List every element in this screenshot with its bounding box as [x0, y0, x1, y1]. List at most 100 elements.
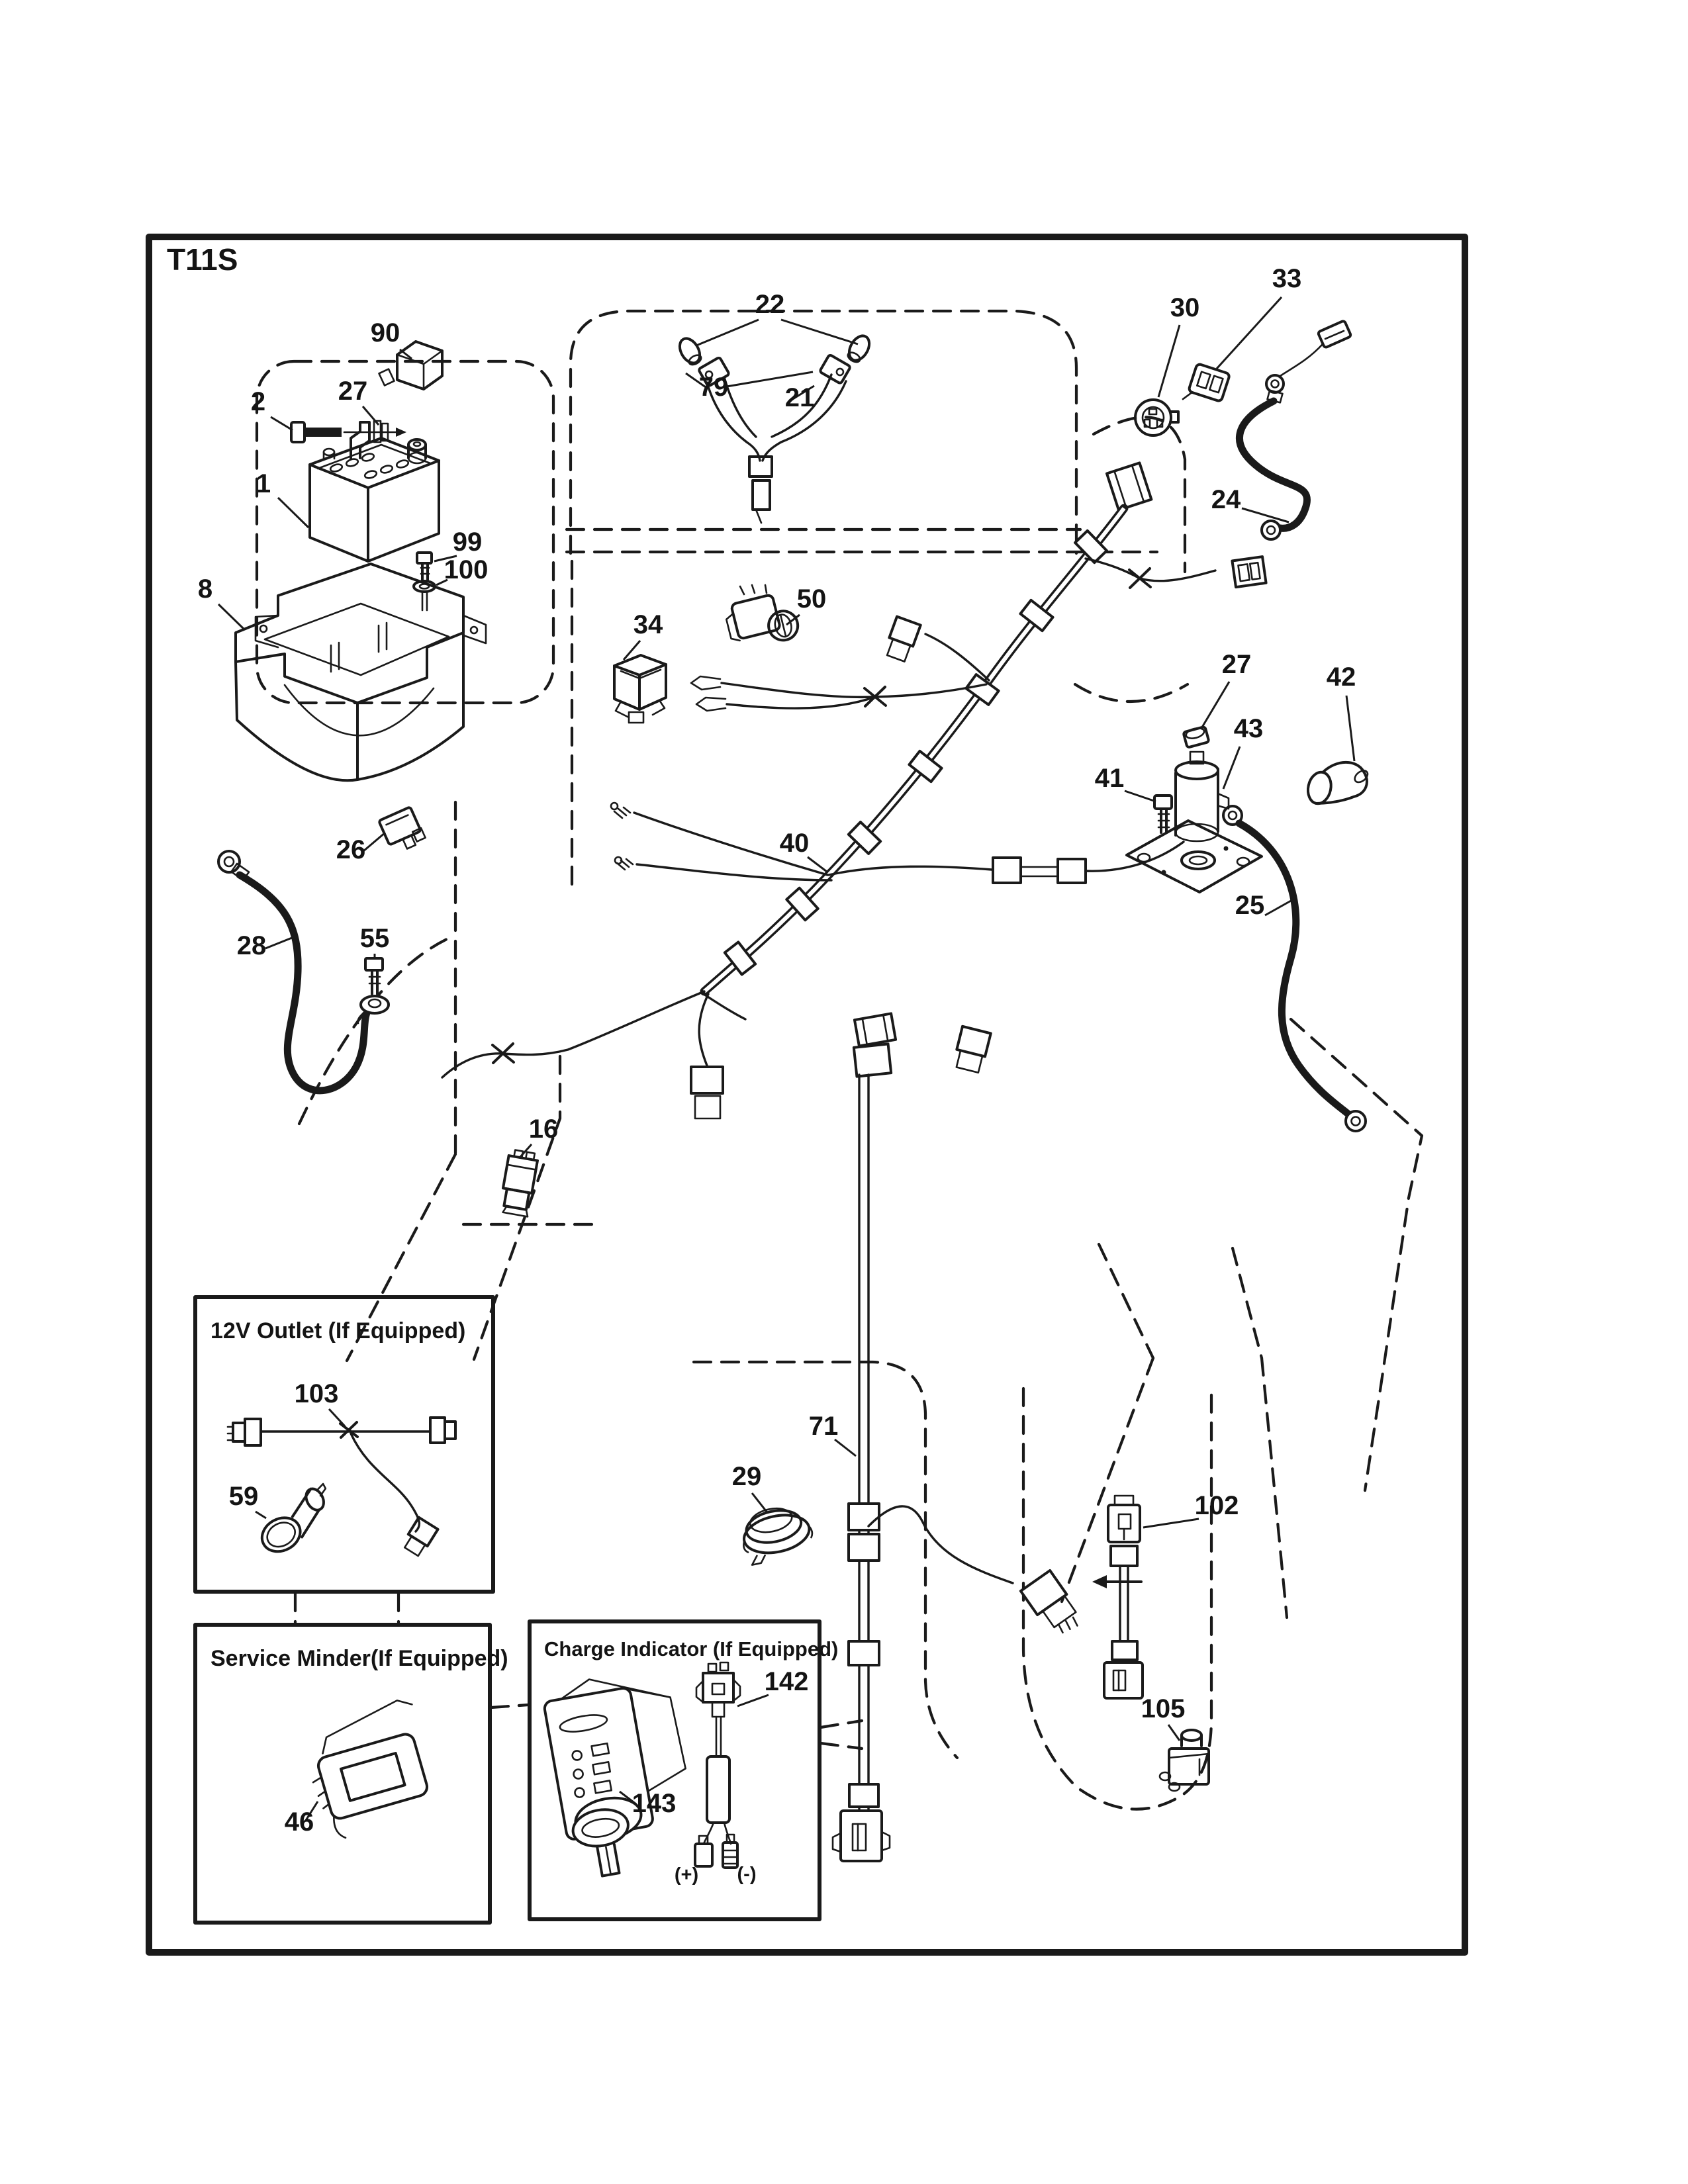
callout-label-102: 102 [1195, 1491, 1239, 1520]
callout-leader-2 [270, 416, 293, 432]
hour-meter-46 [312, 1700, 429, 1839]
callout-label-34: 34 [633, 610, 663, 639]
interlock-switch-16 [501, 1149, 539, 1218]
callout-label-99: 99 [453, 527, 483, 557]
callout-label-8: 8 [198, 574, 212, 604]
inset-charge-indicator-title: Charge Indicator (If Equipped) [544, 1637, 838, 1661]
callout-leader-102 [1143, 1518, 1199, 1529]
charge-module-143 [543, 1678, 686, 1878]
callout-label-27: 27 [1222, 650, 1252, 679]
ground-cable-24 [1235, 320, 1352, 541]
inset-12v-outlet: 12V Outlet (If Equipped) [193, 1295, 495, 1594]
callout-leader-100 [436, 578, 448, 586]
callout-leader-143 [619, 1790, 637, 1805]
headlight-harness [678, 334, 871, 524]
callout-label-40: 40 [780, 829, 810, 858]
callout-leader-8 [217, 603, 245, 630]
callout-leader-43 [1222, 746, 1241, 790]
callout-leader-26 [363, 831, 386, 852]
battery-tray [234, 563, 487, 782]
fuse-26 [378, 806, 426, 850]
wire-102 [1092, 1494, 1144, 1700]
callout-leader-1 [277, 496, 310, 529]
battery-hold-down-99-100 [412, 551, 436, 612]
callout-label-21: 21 [785, 383, 815, 412]
ground-cable-25 [1222, 805, 1367, 1132]
callout-leader-105 [1167, 1724, 1181, 1741]
callout-label-26: 26 [336, 835, 366, 864]
callout-label-28: 28 [237, 931, 267, 960]
circuit-breaker-33 [1182, 363, 1231, 402]
wire-tie-marks [491, 567, 1152, 1064]
callout-label-71: 71 [809, 1412, 839, 1441]
callout-label-24: 24 [1211, 485, 1241, 514]
callout-leader-71 [834, 1438, 857, 1457]
inset-charge-indicator: Charge Indicator (If Equipped) [528, 1619, 838, 1921]
outlet-59 [260, 1482, 327, 1553]
callout-label-41: 41 [1095, 764, 1125, 793]
callout-leader-50 [786, 614, 800, 626]
bolt-41 [1153, 794, 1173, 834]
callout-label-29: 29 [732, 1462, 762, 1491]
callout-leader-25 [1264, 899, 1293, 917]
callout-label-105: 105 [1141, 1694, 1186, 1723]
callout-label-22: 22 [755, 290, 785, 319]
ground-cable-28 [217, 850, 372, 1095]
callout-label-142: 142 [765, 1667, 809, 1696]
solenoid-43 [1125, 751, 1263, 893]
callout-leader-42 [1345, 695, 1356, 762]
solenoid-105 [1158, 1729, 1210, 1792]
callout-leader-16 [519, 1143, 533, 1158]
main-harness [441, 461, 1268, 1120]
callout-leader-34 [622, 640, 641, 660]
callout-leader-33 [1215, 296, 1283, 370]
callout-label-50: 50 [797, 584, 827, 614]
inset-service-minder: Service Minder(If Equipped) [193, 1623, 508, 1925]
callout-leader-22 [780, 318, 859, 345]
callout-label-90: 90 [371, 318, 400, 347]
callout-label-42: 42 [1327, 662, 1356, 692]
wire-71 [831, 1073, 1078, 1862]
battery-bolt [290, 420, 406, 459]
callout-leader-46 [304, 1801, 319, 1822]
callout-label-30: 30 [1170, 293, 1200, 322]
callout-label-79: 79 [699, 373, 729, 402]
callout-leader-40 [807, 856, 827, 873]
callout-label-27: 27 [338, 377, 368, 406]
charge-wire-142 [694, 1661, 741, 1869]
callout-leader-41 [1124, 790, 1156, 803]
callout-leader-24 [1241, 507, 1289, 523]
callout-label-25: 25 [1235, 891, 1265, 920]
callout-label-33: 33 [1272, 264, 1302, 293]
callout-label-16: 16 [529, 1115, 559, 1144]
callout-leader-21 [791, 385, 815, 401]
callout-label-2: 2 [251, 387, 265, 416]
fuel-cap-29 [743, 1507, 814, 1566]
charge-positive-label: (+) [675, 1864, 698, 1886]
callout-label-143: 143 [632, 1789, 677, 1818]
dashed-outlines [255, 309, 1424, 1811]
callout-leader-59 [255, 1510, 267, 1520]
diagram-frame [146, 234, 1468, 1956]
callout-leader-99 [434, 555, 457, 563]
callout-leader-90 [399, 348, 412, 360]
inset-service-minder-title: Service Minder(If Equipped) [211, 1646, 508, 1671]
callout-label-103: 103 [295, 1379, 339, 1408]
key-switch-50 [725, 584, 800, 642]
callout-leader-142 [737, 1694, 769, 1707]
fuse-holder-90 [378, 340, 444, 390]
inset-12v-outlet-title: 12V Outlet (If Equipped) [211, 1318, 465, 1343]
diagram-code: T11S [167, 242, 238, 277]
callout-leader-103 [328, 1408, 346, 1428]
charge-negative-label: (-) [737, 1864, 757, 1885]
nut-27 [1182, 725, 1210, 749]
battery [308, 437, 440, 563]
ignition-plug-30 [1134, 398, 1180, 437]
callout-leader-22 [696, 318, 759, 347]
callout-leader-27 [361, 406, 380, 426]
terminal-boot-42 [1306, 761, 1369, 805]
callout-label-59: 59 [229, 1482, 259, 1511]
